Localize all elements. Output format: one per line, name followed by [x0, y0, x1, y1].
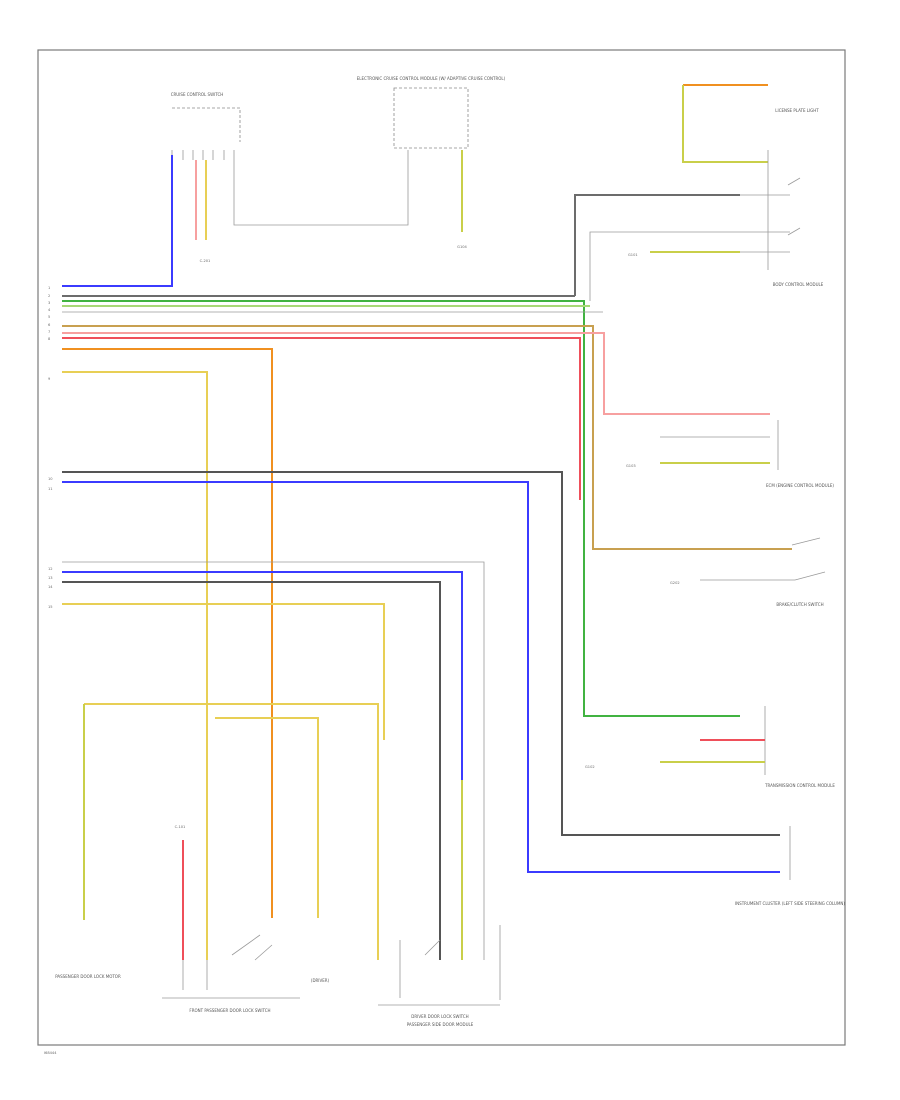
instrument-cluster: INSTRUMENT CLUSTER (LEFT SIDE STEERING C… [735, 826, 845, 906]
left-door-label: FRONT PASSENGER DOOR LOCK SWITCH [189, 1008, 270, 1013]
pin-12: 12 [48, 567, 53, 571]
wire-yellow-15 [62, 603, 385, 740]
wire-blue-11 [62, 481, 780, 873]
wire-tan-bus [62, 325, 792, 550]
pin-14: 14 [48, 585, 53, 589]
wire-gray-switch [233, 150, 409, 226]
brake-switch-label: BRAKE/CLUTCH SWITCH [776, 602, 823, 607]
tcm-label: TRANSMISSION CONTROL MODULE [764, 783, 835, 788]
body-control-module: BODY CONTROL MODULE [740, 150, 824, 287]
wire-yellow-9 [62, 371, 208, 960]
ecm-label: ECM (ENGINE CONTROL MODULE) [766, 483, 834, 488]
wire-yellow-lower-mid [215, 717, 319, 918]
figure-id: I68444 [44, 1051, 57, 1055]
ground-g3: G103 [626, 464, 636, 468]
ground-g2: G101 [628, 253, 638, 257]
pin-1: 1 [48, 286, 50, 290]
license-light-label: LICENSE PLATE LIGHT [775, 108, 819, 113]
left-module-label: PASSENGER SIDE DOOR MODULE [407, 1022, 474, 1027]
wire-blue-13 [62, 571, 463, 780]
ecm: ECM (ENGINE CONTROL MODULE) [766, 420, 834, 488]
wire-gray-bottom [182, 960, 208, 990]
tcm: TRANSMISSION CONTROL MODULE [764, 706, 835, 788]
cruise-control-switch: CRUISE CONTROL SWITCH [171, 92, 241, 160]
license-plate-light: LICENSE PLATE LIGHT [682, 84, 819, 163]
pin-7: 7 [48, 330, 50, 334]
ground-g4: G202 [670, 581, 680, 585]
pin-5: 5 [48, 315, 50, 319]
front-passenger-door-lock-switch: FRONT PASSENGER DOOR LOCK SWITCH [162, 934, 300, 1013]
pin-2: 2 [48, 294, 50, 298]
pin-11: 11 [48, 487, 53, 491]
wire-yellow-lower [84, 703, 379, 960]
pin-15: 15 [48, 605, 53, 609]
pass-lock-label: PASSENGER DOOR LOCK MOTOR [55, 974, 121, 979]
cluster-label: INSTRUMENT CLUSTER (LEFT SIDE STEERING C… [735, 901, 845, 906]
ground-g1: G104 [457, 245, 467, 249]
pin-4: 4 [48, 308, 51, 312]
driver-side-subassembly: (DRIVER) [311, 978, 330, 983]
pin-6: 6 [48, 323, 51, 327]
driver-sub-label: (DRIVER) [311, 978, 330, 983]
pin-8: 8 [48, 337, 51, 341]
brake-switch: BRAKE/CLUTCH SWITCH [776, 537, 826, 607]
driver-door-lock-switch: DRIVER DOOR LOCK SWITCH PASSENGER SIDE D… [378, 939, 500, 1027]
diagram-border [37, 49, 846, 1046]
passenger-door-lock-motor: PASSENGER DOOR LOCK MOTOR [55, 974, 121, 979]
connector-c2: C-101 [175, 825, 186, 829]
cruise-control-module: ELECTRONIC CRUISE CONTROL MODULE (W/ ADA… [357, 76, 506, 149]
cruise-switch-label: CRUISE CONTROL SWITCH [171, 92, 224, 97]
wire-red-bus [62, 337, 581, 500]
wire-green-bus [62, 300, 740, 717]
pin-10: 10 [48, 477, 53, 481]
wire-gray-14 [62, 581, 441, 960]
wire-gray-10 [62, 471, 780, 836]
clock-spring-label: C-201 [200, 259, 211, 263]
pin-3: 3 [48, 301, 50, 305]
wire-blue-switch [62, 155, 173, 287]
wire-tan-light [682, 85, 768, 163]
cruise-module-label: ELECTRONIC CRUISE CONTROL MODULE (W/ ADA… [357, 76, 506, 81]
wire-white-bcm [589, 231, 740, 301]
bcm-label: BODY CONTROL MODULE [773, 282, 824, 287]
wire-pink-bus [62, 332, 770, 415]
wire-gray-bcm [574, 194, 740, 296]
driver-door-label: DRIVER DOOR LOCK SWITCH [411, 1014, 468, 1019]
wire-white-12 [62, 561, 485, 960]
wire-orange-bus [62, 348, 273, 918]
ground-g5: G102 [585, 765, 595, 769]
pin-13: 13 [48, 576, 53, 580]
pin-9: 9 [48, 377, 51, 381]
